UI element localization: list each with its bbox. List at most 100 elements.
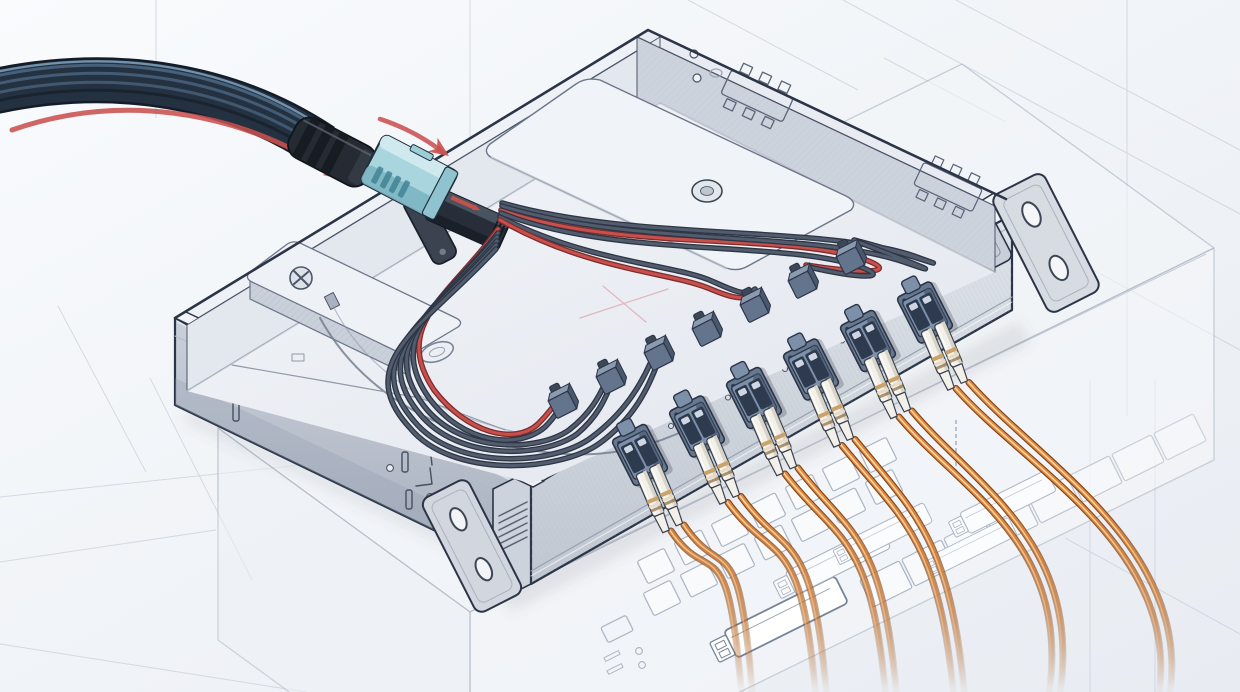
lc-duplex-adapter [725,360,798,477]
boot-ring [659,489,673,498]
latch-lever [680,415,691,426]
latch-lever [750,380,762,391]
connector-boot [824,426,841,448]
keeper-tab [786,332,807,352]
construction-line [0,529,217,563]
boot-ring [760,438,774,448]
boot-ring [834,412,847,421]
lc-connector [934,320,969,385]
rj45-port [822,455,860,492]
inner-wall-rear-right [636,36,996,273]
lc-connector [806,384,841,448]
patch-cable [851,436,968,692]
boot-ring [830,403,844,412]
lc-duplex-adapter [668,389,741,505]
connector-boot [710,483,727,505]
latch-lever [693,408,705,419]
latch-lever [794,358,805,369]
boot-ring [944,346,958,355]
lc-connector [749,413,784,477]
boot-ring [764,448,777,456]
mpo-connector [360,134,459,220]
panel-screw [724,394,732,401]
boot-ring [716,460,730,469]
boot-ring [646,495,660,505]
lc-connector [706,434,741,499]
latch-lever [851,330,862,340]
vent-slots [498,501,528,552]
switch-left-face [217,427,471,692]
lc-duplex-adapter [896,275,969,391]
boot-ring [948,355,961,364]
latch-lever [921,294,933,305]
panel-screw [667,422,675,430]
connector-boot [723,476,741,499]
patch-cable [781,470,889,692]
boot-ring [663,498,676,506]
latch-lever [864,323,876,334]
boot-ring [720,469,733,478]
construction-line [0,643,307,692]
patch-cable [724,499,819,692]
keeper-tab [729,360,750,380]
rear-lc-block-row [547,237,868,419]
sfp-cage [1111,434,1165,482]
status-led [635,647,643,655]
rear-lc-block [547,381,580,419]
boot-ring [878,391,891,399]
patch-cable [737,493,830,692]
boot-ring [931,353,945,362]
status-led [638,661,646,669]
led-panel [600,615,634,643]
construction-line [842,0,1240,215]
rear-lc-block [691,309,724,347]
boot-ring [777,441,790,449]
plateau-notch [323,291,341,311]
rack-ear-left [421,479,523,613]
lc-connector [863,356,898,420]
boot-ring [935,362,948,371]
chassis-outline [173,28,1008,320]
sfp-latch [772,575,795,599]
latch-lever [908,301,919,312]
connector-boot [837,419,855,442]
lc-adapter-array [611,275,969,534]
patch-cable [838,442,957,692]
boot-ring [707,476,720,485]
lc-duplex-adapter [839,303,912,420]
boot-ring [817,410,831,419]
patch-cable [895,413,1056,692]
boot-ring [891,384,904,392]
construction-line [57,305,147,473]
lc-connector [763,406,798,470]
rj45-port [637,548,675,584]
rear-lc-block [787,261,820,299]
rj45-port [859,437,897,473]
connector-boot [666,505,684,527]
phillips-screw [289,266,313,290]
trunk-cable-assembly [0,57,459,220]
connector-boot [767,455,784,477]
rear-lc-block [595,357,628,395]
ear-hole [1048,254,1069,282]
lc-connector [877,349,912,413]
rack-ear-right [992,173,1100,313]
keeper-tab [615,417,636,437]
lc-connector [692,441,727,505]
patch-cable [952,385,1165,692]
red-alignment-cross [579,285,669,323]
polarity-stripe [450,195,475,209]
construction-line [687,0,859,91]
boot-ring [874,381,888,391]
connector-boot [951,362,969,385]
patch-cable [908,407,1067,692]
patch-cable [794,464,900,692]
sfp-cage [1153,413,1207,461]
boot-ring [887,375,901,384]
keeper-tab [900,275,921,295]
trunk-cable [0,57,335,166]
connector-boot [881,398,898,420]
keeper-tab [843,303,864,323]
